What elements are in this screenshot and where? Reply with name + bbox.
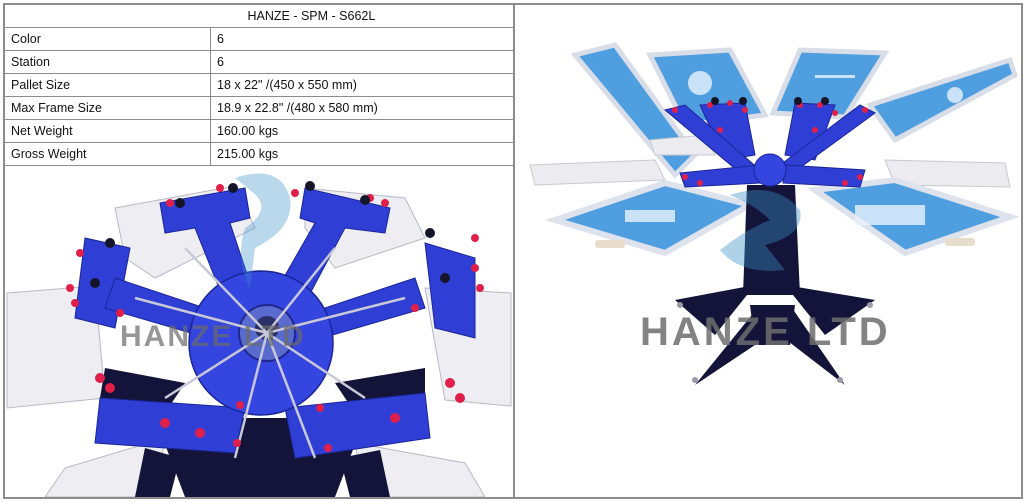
table-row: Station 6 (5, 50, 513, 74)
spec-label: Net Weight (5, 119, 211, 143)
hanze-logo-watermark-icon (235, 173, 291, 288)
table-row: Pallet Size 18 x 22" /(450 x 550 mm) (5, 73, 513, 97)
hanze-logo-watermark-icon (720, 190, 801, 271)
right-panel: HANZE LTD (515, 5, 1021, 497)
spec-table-title: HANZE - SPM - S662L (210, 5, 513, 28)
table-row: Gross Weight 215.00 kgs (5, 142, 513, 166)
spec-value: 215.00 kgs (210, 142, 513, 166)
watermark-text: HANZE LTD (640, 310, 891, 354)
printing-press-with-frames-illustration: HANZE LTD (529, 42, 1020, 385)
spec-table: HANZE - SPM - S662L Color 6 Station 6 Pa… (5, 5, 513, 166)
table-row: Color 6 (5, 27, 513, 51)
table-row: Net Weight 160.00 kgs (5, 119, 513, 143)
left-panel: HANZE - SPM - S662L Color 6 Station 6 Pa… (5, 5, 515, 497)
spec-value: 6 (210, 50, 513, 74)
spec-label: Pallet Size (5, 73, 211, 97)
spec-value: 18 x 22" /(450 x 550 mm) (210, 73, 513, 97)
watermark-text: HANZE LTD (120, 320, 306, 353)
press-top-view-image: HANZE LTD (5, 168, 513, 497)
product-spec-sheet: HANZE - SPM - S662L Color 6 Station 6 Pa… (3, 3, 1023, 499)
spec-value: 160.00 kgs (210, 119, 513, 143)
table-row: Max Frame Size 18.9 x 22.8" /(480 x 580 … (5, 96, 513, 120)
header-empty-cell (5, 5, 211, 28)
printing-press-illustration: HANZE LTD (6, 173, 512, 497)
spec-label: Max Frame Size (5, 96, 211, 120)
spec-label: Station (5, 50, 211, 74)
spec-table-header: HANZE - SPM - S662L (5, 5, 513, 28)
spec-label: Color (5, 27, 211, 51)
spec-label: Gross Weight (5, 142, 211, 166)
spec-value: 6 (210, 27, 513, 51)
press-side-view-image: HANZE LTD (515, 5, 1021, 497)
spec-value: 18.9 x 22.8" /(480 x 580 mm) (210, 96, 513, 120)
